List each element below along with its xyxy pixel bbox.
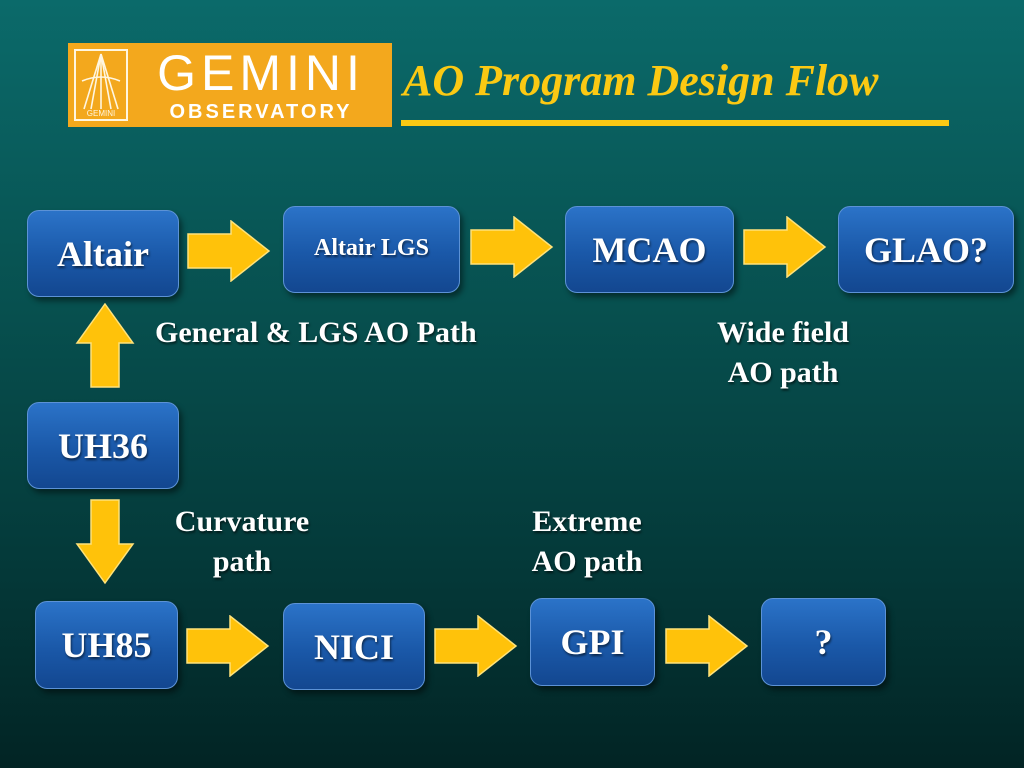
label-extreme-ao-path: Extreme AO path xyxy=(487,502,687,582)
label-wide-field-line-2: AO path xyxy=(727,356,839,389)
label-general-lgs-path: General & LGS AO Path xyxy=(155,316,477,349)
node-altair-lgs: Altair LGS xyxy=(283,206,460,293)
node-unknown-label: ? xyxy=(814,622,833,662)
node-altair: Altair xyxy=(27,210,179,297)
arrow-nici-to-gpi-icon xyxy=(434,615,518,677)
node-altair-lgs-label: Altair LGS xyxy=(314,235,429,261)
gemini-observatory-logo: GEMINI GEMINI OBSERVATORY xyxy=(68,43,392,127)
node-mcao-label: MCAO xyxy=(592,230,707,270)
node-glao: GLAO? xyxy=(838,206,1014,293)
node-unknown: ? xyxy=(761,598,886,686)
emblem-caption: GEMINI xyxy=(86,109,116,118)
node-uh85: UH85 xyxy=(35,601,178,689)
arrow-mcao-to-glao-icon xyxy=(743,216,827,278)
arrow-uh36-to-uh85-icon xyxy=(75,499,135,585)
label-extreme-line-1: Extreme xyxy=(532,505,642,538)
gemini-emblem-icon: GEMINI xyxy=(74,49,128,121)
title-underline xyxy=(401,120,949,126)
node-gpi: GPI xyxy=(530,598,655,686)
label-curvature-path: Curvature path xyxy=(142,502,342,582)
node-nici-label: NICI xyxy=(313,626,394,667)
logo-wordmark: GEMINI xyxy=(157,45,365,101)
arrow-altair-to-lgs-icon xyxy=(187,220,271,282)
arrow-lgs-to-mcao-icon xyxy=(470,216,554,278)
node-nici: NICI xyxy=(283,603,425,690)
arrow-gpi-to-unknown-icon xyxy=(665,615,749,677)
label-curvature-line-2: path xyxy=(212,545,272,578)
label-wide-field-path: Wide field AO path xyxy=(683,313,883,393)
node-uh36: UH36 xyxy=(27,402,179,489)
page-title: AO Program Design Flow xyxy=(403,56,879,105)
node-gpi-label: GPI xyxy=(560,622,625,662)
arrow-uh85-to-nici-icon xyxy=(186,615,270,677)
node-altair-label: Altair xyxy=(57,233,149,274)
node-uh36-label: UH36 xyxy=(58,425,148,466)
label-wide-field-line-1: Wide field xyxy=(717,316,849,349)
arrow-uh36-to-altair-icon xyxy=(75,303,135,388)
label-curvature-line-1: Curvature xyxy=(174,505,310,538)
label-extreme-line-2: AO path xyxy=(531,545,643,578)
node-mcao: MCAO xyxy=(565,206,734,293)
node-glao-label: GLAO? xyxy=(863,230,988,270)
node-uh85-label: UH85 xyxy=(61,625,152,665)
logo-subtitle: OBSERVATORY xyxy=(169,101,353,123)
